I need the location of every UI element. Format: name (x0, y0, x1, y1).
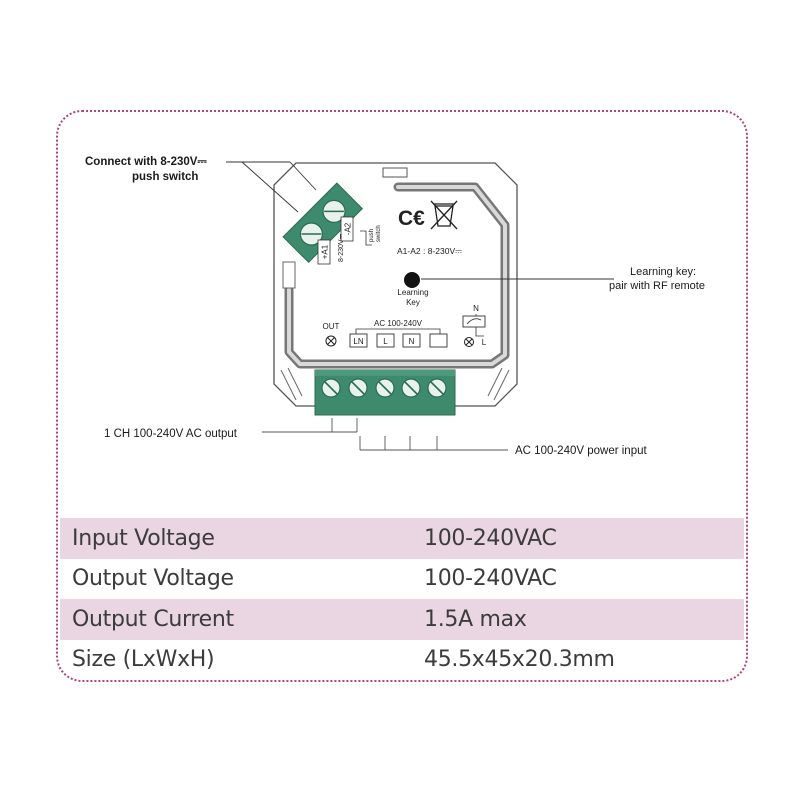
terminal-label: LN (353, 337, 363, 346)
a1a2-label: A1-A2 : 8-230V⎓ (397, 246, 462, 256)
device-top-notch (382, 167, 408, 178)
spec-value: 45.5x45x20.3mm (424, 647, 615, 673)
spec-label: Size (LxWxH) (72, 647, 215, 673)
terminal-markings: LN L N (349, 333, 448, 348)
learning-key-text-1: Learning (397, 288, 428, 297)
push-side-label: push (369, 229, 375, 242)
main-terminal-block (314, 369, 456, 416)
learning-key-text-2: Key (406, 298, 420, 307)
n-label: N (473, 304, 479, 313)
spec-row-output-current: Output Current 1.5A max (60, 599, 744, 640)
load-symbol-icon (464, 337, 474, 347)
spec-value: 100-240VAC (424, 566, 557, 592)
spec-label: Output Current (72, 606, 234, 632)
weee-bin-icon (430, 200, 458, 230)
out-label: OUT (323, 322, 340, 331)
learning-key-callout-line2: pair with RF remote (609, 280, 705, 292)
terminal-screw-icon (321, 378, 341, 398)
ce-mark-icon: C€ (398, 207, 425, 230)
terminal-screw-icon (401, 378, 421, 398)
product-card-frame (56, 110, 748, 682)
spec-label: Input Voltage (72, 525, 215, 551)
supply-symbol-icon (462, 315, 486, 328)
spec-value: 100-240VAC (424, 525, 557, 551)
push-switch-terminal (282, 182, 364, 264)
spec-label: Output Voltage (72, 566, 234, 592)
spec-value: 1.5A max (424, 606, 527, 632)
spec-row-size: Size (LxWxH) 45.5x45x20.3mm (60, 640, 744, 681)
lamp-icon (325, 335, 337, 347)
learning-key-button[interactable] (404, 272, 420, 288)
terminal-label: L (383, 337, 388, 346)
a1-label: +A1 (321, 244, 330, 259)
voltage-side-label: 8-230V⎓ (338, 233, 345, 262)
a2-label: -A2 (344, 222, 353, 235)
switch-side-label: switch (376, 225, 382, 242)
terminal-screw-icon (348, 378, 368, 398)
spec-row-input-voltage: Input Voltage 100-240VAC (60, 518, 744, 559)
power-input-callout: AC 100-240V power input (515, 445, 647, 457)
push-switch-callout-line2: push switch (132, 171, 198, 183)
spec-row-output-voltage: Output Voltage 100-240VAC (60, 559, 744, 600)
terminal-label: N (409, 337, 415, 346)
terminal-screw-icon (427, 378, 447, 398)
spec-table: Input Voltage 100-240VAC Output Voltage … (60, 518, 744, 680)
ac-range-label: AC 100-240V (374, 319, 423, 328)
terminal-screw-icon (375, 378, 395, 398)
push-switch-callout-line1: Connect with 8-230V⎓ (85, 156, 207, 168)
l-label: L (482, 338, 487, 347)
output-callout: 1 CH 100-240V AC output (104, 428, 238, 440)
learning-key-callout-line1: Learning key: (630, 266, 696, 278)
